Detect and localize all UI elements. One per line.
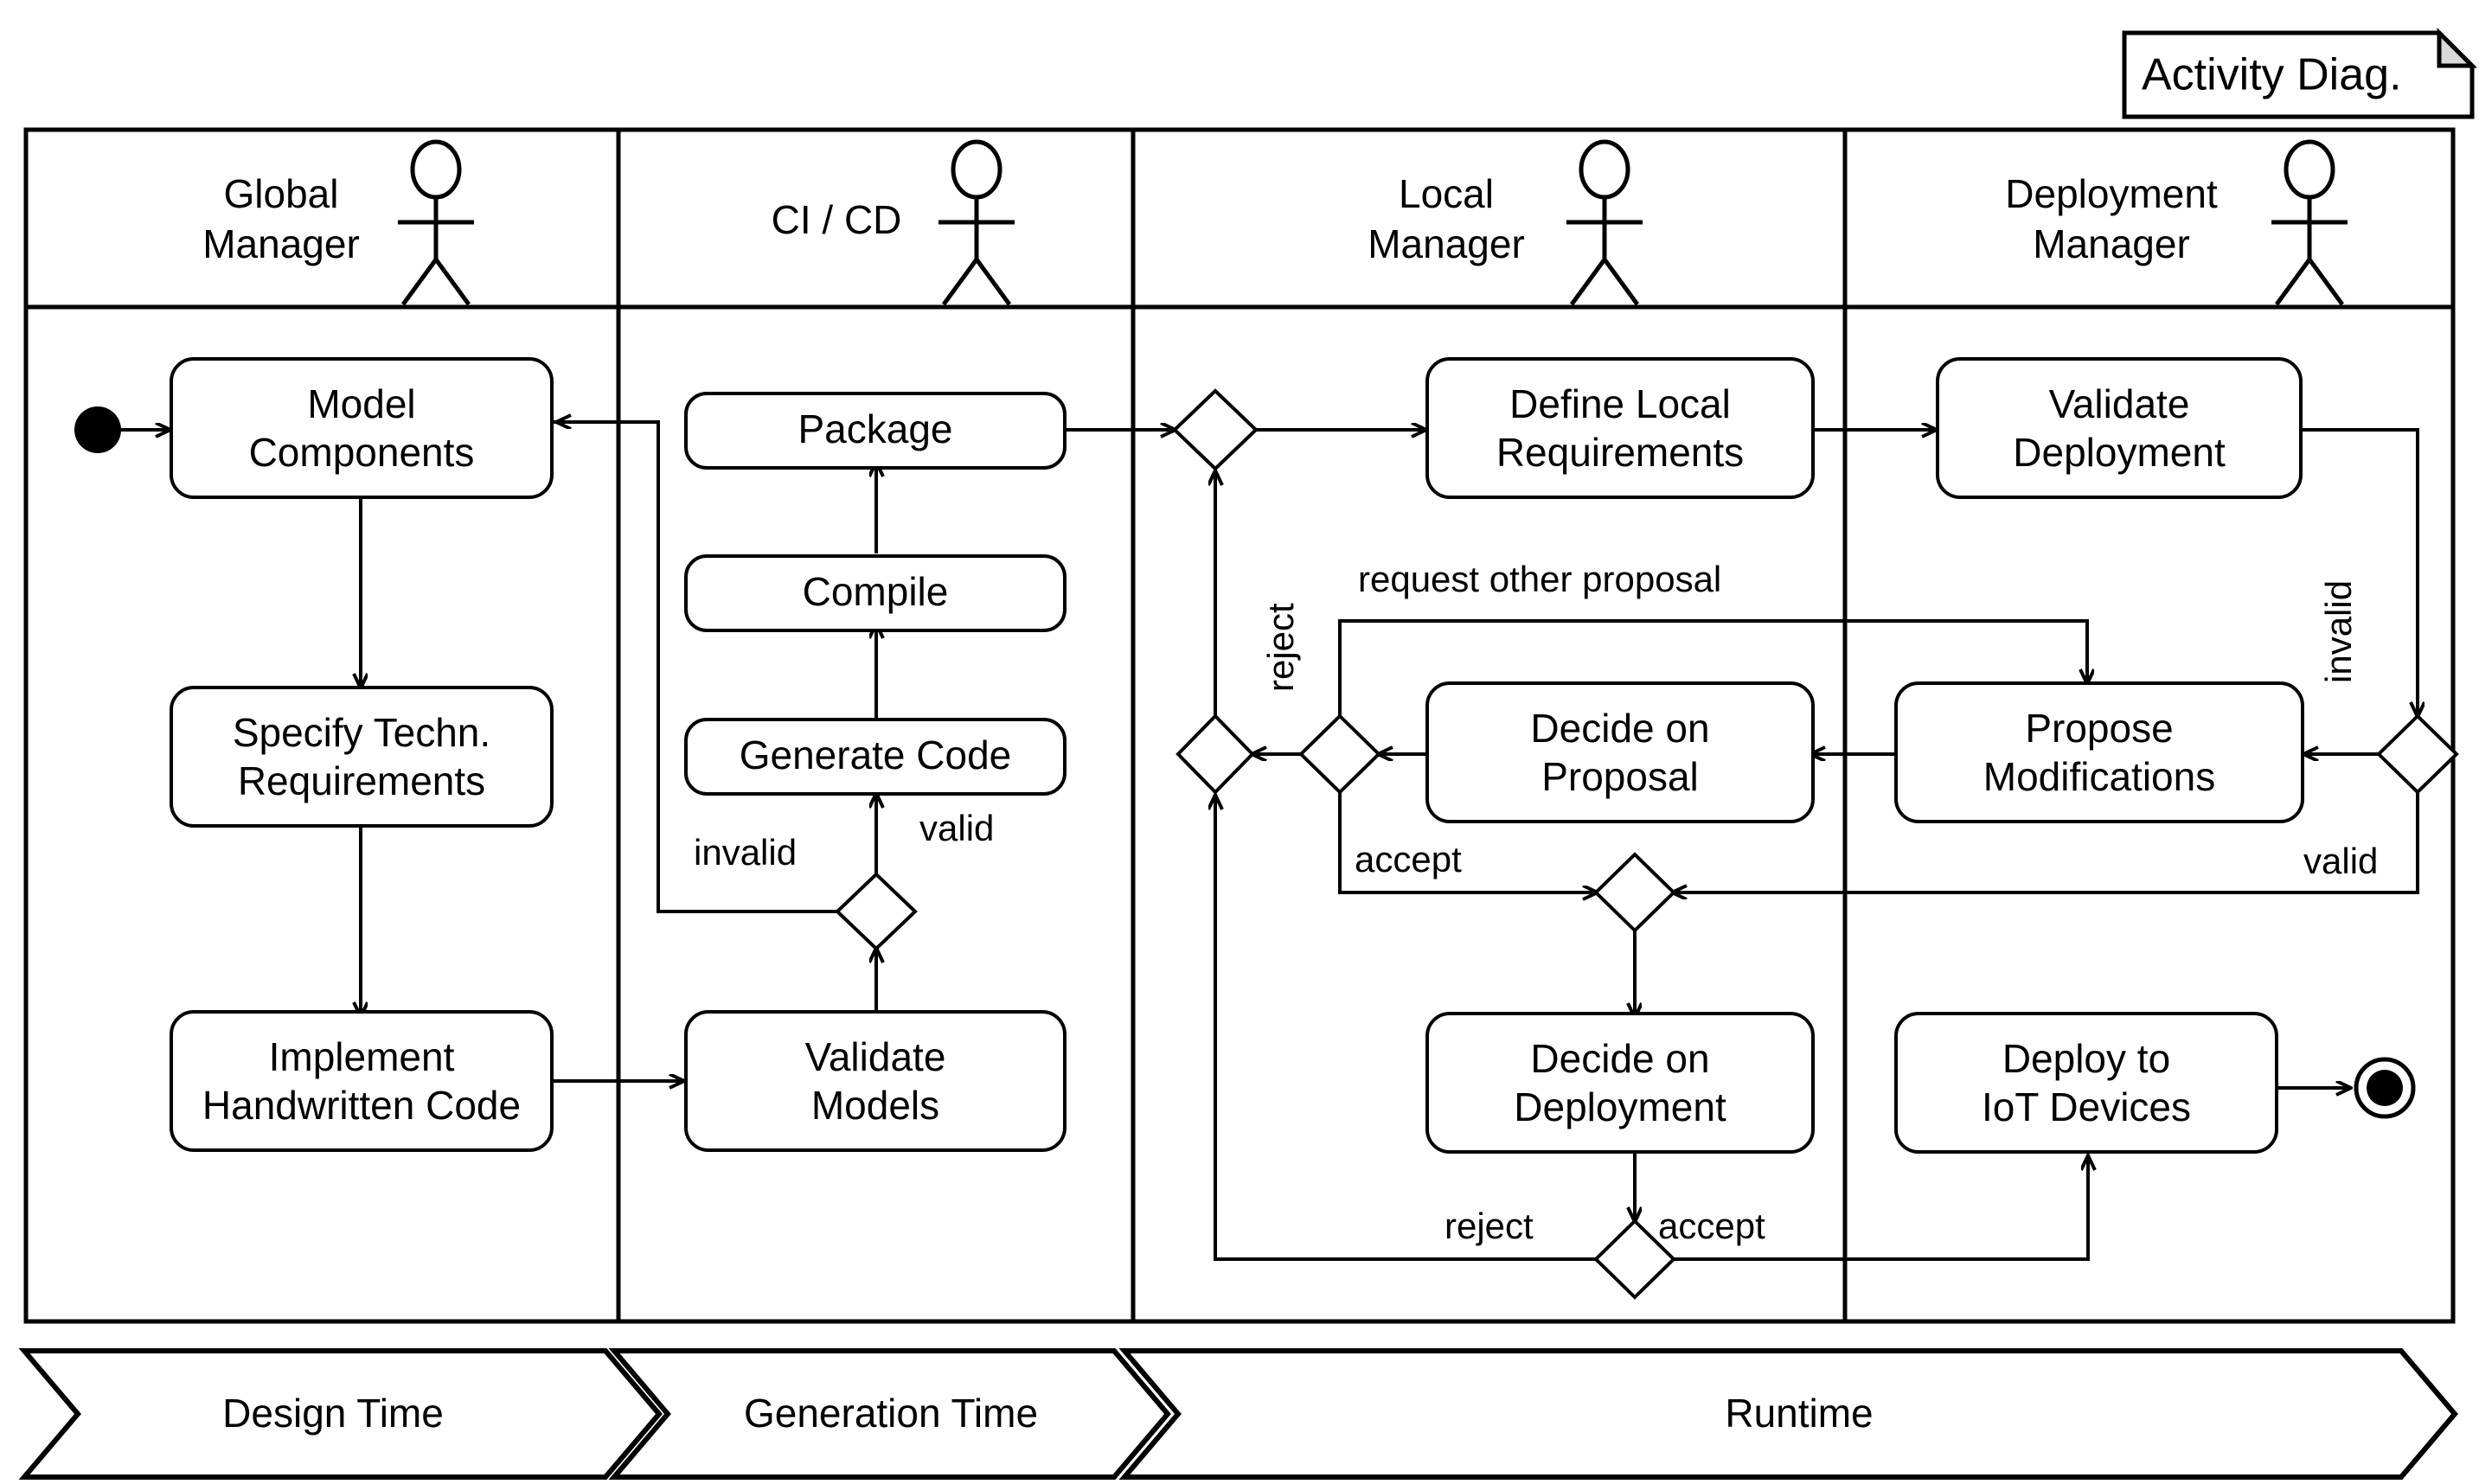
activity-label-line2: Requirements bbox=[1496, 430, 1744, 475]
activity-model-components[interactable]: Model Components bbox=[170, 357, 554, 499]
guard-label-request-other-proposal: request other proposal bbox=[1358, 559, 1721, 599]
phase-label: Runtime bbox=[1725, 1391, 1873, 1436]
activity-label-line2: Handwritten Code bbox=[202, 1083, 521, 1128]
activity-label-line2: Modifications bbox=[1983, 754, 2215, 799]
guard-label-deploy-reject: reject bbox=[1444, 1206, 1534, 1246]
lane-header-global-manager: Global Manager bbox=[202, 139, 474, 306]
activity-label-line1: Compile bbox=[803, 569, 949, 614]
activity-label-line1: Package bbox=[798, 406, 952, 451]
actor-stick-figure-icon bbox=[938, 139, 1015, 306]
activity-generate-code[interactable]: Generate Code bbox=[684, 718, 1067, 796]
guard-label-deploy-accept: accept bbox=[1658, 1206, 1765, 1246]
guard-label-models-valid: valid bbox=[919, 808, 994, 848]
activity-label-line2: Components bbox=[249, 430, 475, 475]
activity-label-line1: Propose bbox=[2025, 706, 2173, 751]
activity-define-local-requirements[interactable]: Define Local Requirements bbox=[1425, 357, 1815, 499]
title-note: Activity Diag. bbox=[2122, 27, 2478, 119]
activity-validate-models[interactable]: Validate Models bbox=[684, 1010, 1067, 1152]
initial-node bbox=[74, 406, 121, 453]
lane-label-line2: Manager bbox=[2033, 221, 2190, 266]
activity-label-line2: Proposal bbox=[1541, 754, 1699, 799]
decision-node-deploy bbox=[1593, 1219, 1676, 1300]
activity-decide-on-proposal[interactable]: Decide on Proposal bbox=[1425, 681, 1815, 823]
actor-stick-figure-icon bbox=[2271, 139, 2348, 306]
activity-label-line1: Define Local bbox=[1509, 381, 1731, 426]
activity-label-line1: Decide on bbox=[1530, 1036, 1709, 1081]
activity-label-line2: Deployment bbox=[2013, 430, 2226, 475]
activity-label-line2: Models bbox=[811, 1083, 939, 1128]
title-note-label: Activity Diag. bbox=[2142, 50, 2402, 100]
guard-label-deployment-valid: valid bbox=[2303, 841, 2378, 881]
phase-label: Generation Time bbox=[744, 1391, 1038, 1436]
merge-node-top-local bbox=[1172, 388, 1259, 471]
activity-label-line2: Deployment bbox=[1514, 1084, 1726, 1129]
activity-deploy-to-iot-devices[interactable]: Deploy to IoT Devices bbox=[1894, 1012, 2278, 1154]
activity-label-line1: Validate bbox=[805, 1034, 946, 1079]
phase-chevron-generation-time: Generation Time bbox=[608, 1348, 1171, 1480]
lane-label-line1: Deployment bbox=[2005, 171, 2218, 216]
lane-label-line2: Manager bbox=[1368, 221, 1525, 266]
activity-label-line2: Requirements bbox=[238, 758, 485, 803]
phase-chevron-design-time: Design Time bbox=[18, 1348, 663, 1480]
decision-node-validate-deployment bbox=[2376, 713, 2459, 795]
lane-header-deployment-manager: Deployment Manager bbox=[2005, 139, 2348, 306]
control-flow-edges bbox=[121, 422, 2418, 1261]
decision-node-models-valid bbox=[835, 872, 918, 951]
actor-stick-figure-icon bbox=[398, 139, 474, 306]
phase-label: Design Time bbox=[222, 1391, 444, 1436]
actor-stick-figure-icon bbox=[1566, 139, 1643, 306]
merge-node-reject-local bbox=[1175, 713, 1255, 795]
activity-validate-deployment[interactable]: Validate Deployment bbox=[1936, 357, 2303, 499]
guard-label-deployment-invalid: invalid bbox=[2318, 580, 2359, 683]
merge-node-accept bbox=[1593, 852, 1676, 933]
lane-label-line1: Global bbox=[224, 171, 339, 216]
lane-label-line2: Manager bbox=[202, 221, 360, 266]
activity-specify-techn-requirements[interactable]: Specify Techn. Requirements bbox=[170, 686, 554, 828]
guard-label-proposal-accept: accept bbox=[1355, 839, 1462, 880]
phase-chevron-runtime: Runtime bbox=[1118, 1348, 2458, 1480]
activity-label-line1: Specify Techn. bbox=[233, 710, 490, 755]
lane-label-line1: CI / CD bbox=[772, 197, 902, 242]
activity-label-line2: IoT Devices bbox=[1982, 1084, 2191, 1129]
final-node bbox=[2354, 1057, 2416, 1119]
lane-label-line1: Local bbox=[1399, 171, 1494, 216]
lane-header-local-manager: Local Manager bbox=[1368, 139, 1643, 306]
activity-label-line1: Deploy to bbox=[2002, 1036, 2170, 1081]
activity-label-line1: Validate bbox=[2049, 381, 2190, 426]
guard-label-models-invalid: invalid bbox=[694, 832, 797, 873]
lane-header-ci-cd: CI / CD bbox=[772, 139, 1015, 306]
activity-package[interactable]: Package bbox=[684, 392, 1067, 470]
activity-label-line1: Generate Code bbox=[740, 732, 1012, 777]
activity-label-line1: Decide on bbox=[1530, 706, 1709, 751]
decision-node-proposal bbox=[1298, 713, 1381, 795]
activity-propose-modifications[interactable]: Propose Modifications bbox=[1894, 681, 2304, 823]
activity-implement-handwritten-code[interactable]: Implement Handwritten Code bbox=[170, 1010, 554, 1152]
activity-decide-on-deployment[interactable]: Decide on Deployment bbox=[1425, 1012, 1815, 1154]
activity-label-line1: Model bbox=[307, 381, 415, 426]
activity-label-line1: Implement bbox=[269, 1034, 455, 1079]
activity-compile[interactable]: Compile bbox=[684, 554, 1067, 632]
guard-label-proposal-reject: reject bbox=[1260, 603, 1301, 692]
